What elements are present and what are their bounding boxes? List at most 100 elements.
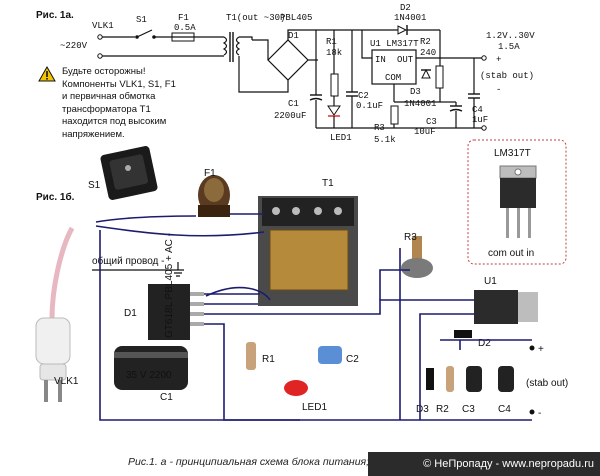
potentiometer-r3 — [390, 105, 399, 125]
r2-value: 240 — [420, 48, 436, 58]
warning-line: Будьте осторожны! — [62, 66, 146, 77]
d2-label: D2 — [400, 3, 411, 13]
warning-line: напряжением. — [62, 128, 125, 140]
transformer-primary — [222, 36, 228, 56]
ac-input-label: ~220V — [60, 41, 88, 51]
power-plug-vlk1 — [35, 226, 75, 402]
diode-d3 — [421, 68, 431, 79]
d1-b-label: D1 — [124, 308, 137, 319]
c2-label: C2 — [358, 91, 369, 101]
d1-label: D1 — [288, 31, 299, 41]
t1-b-label: T1 — [322, 178, 334, 189]
capacitor-c3-part — [466, 366, 482, 392]
c1-label: C1 — [288, 99, 299, 109]
c3-b-label: C3 — [462, 404, 475, 415]
c3-value: 10uF — [414, 127, 436, 137]
bridge-rectifier-d1-part — [148, 284, 204, 340]
lm317t-package — [499, 165, 537, 238]
r1-b-label: R1 — [262, 354, 275, 365]
ac-terminal-top — [97, 34, 103, 40]
u1-com-pin: COM — [385, 73, 401, 83]
led1-b-label: LED1 — [302, 402, 327, 413]
out-minus-label: - — [496, 85, 501, 95]
ac-terminal-bottom — [97, 53, 103, 59]
d2-part: 1N4001 — [394, 13, 426, 23]
warning-line: находится под высоким — [62, 116, 167, 127]
warning-line: Компоненты VLK1, S1, F1 — [62, 78, 176, 90]
out-stab-label: (stab out) — [480, 71, 534, 81]
regulator-u1-part — [474, 290, 538, 324]
f1-b-label: F1 — [204, 168, 216, 179]
warning-line: и первичная обмотка — [62, 91, 156, 102]
r2-b-label: R2 — [436, 404, 449, 415]
c1-marking: 35 V 2200 — [126, 370, 172, 381]
u1-label: U1 LM317T — [370, 39, 419, 49]
r2-label: R2 — [420, 37, 431, 47]
f1-label: F1 — [178, 13, 189, 23]
s1-b-label: S1 — [88, 180, 101, 191]
diode-d3-part — [426, 368, 434, 390]
u1-out-pin: OUT — [397, 55, 414, 65]
rocker-switch-s1 — [100, 146, 158, 200]
caption-bar: Рис.1. а - принципиальная схема блока пи… — [0, 452, 600, 476]
warning-note: Будьте осторожны! Компоненты VLK1, S1, F… — [38, 66, 238, 141]
resistor-r2 — [435, 65, 444, 89]
b-plus-label: + — [538, 344, 544, 355]
out-plus-label: + — [496, 55, 501, 65]
u1-in-pin: IN — [375, 55, 386, 65]
d1-marking: GT618L PBL405 + AC - — [164, 233, 175, 338]
capacitor-c4-part — [498, 366, 514, 392]
f1-rating: 0.5A — [174, 23, 196, 33]
lm-box-pins: com out in — [488, 248, 534, 259]
r3-label: R3 — [374, 123, 385, 133]
d2-b-label: D2 — [478, 338, 491, 349]
b-minus-label: - — [538, 408, 541, 419]
c1-b-label: C1 — [160, 392, 173, 403]
r3-value: 5.1k — [374, 135, 396, 145]
bridge-rectifier-d1 — [267, 39, 309, 81]
c2-value: 0.1uF — [356, 101, 383, 111]
s1-label: S1 — [136, 15, 147, 25]
c4-label: C4 — [472, 105, 483, 115]
c4-value: 1uF — [472, 115, 488, 125]
warning-triangle-icon — [38, 66, 56, 82]
r3-b-label: R3 — [404, 232, 417, 243]
site-credit[interactable]: © НеПропаду - www.nepropadu.ru — [368, 452, 600, 476]
diode-d2 — [397, 25, 408, 35]
resistor-r2-part — [446, 366, 454, 392]
pbl-label: PBL405 — [280, 13, 312, 23]
vlk1-b-label: VLK1 — [54, 376, 79, 387]
c2-b-label: C2 — [346, 354, 359, 365]
regulator-u1 — [371, 49, 417, 85]
resistor-r1-part — [246, 342, 256, 370]
led1-label: LED1 — [330, 133, 352, 143]
b-stab-label: (stab out) — [526, 378, 568, 389]
common-wire-label: общий провод - — [92, 255, 165, 267]
out-plus-terminal — [481, 55, 487, 61]
d3-label: D3 — [410, 87, 421, 97]
out-current: 1.5A — [498, 42, 520, 52]
c3-label: C3 — [426, 117, 437, 127]
led1-symbol — [327, 105, 341, 116]
transformer-secondary — [235, 36, 241, 56]
r1-label: R1 — [326, 37, 337, 47]
capacitor-c2-part — [318, 346, 342, 364]
out-minus-terminal — [481, 125, 487, 131]
transformer-t1 — [258, 196, 358, 306]
fuse-holder-f1 — [198, 175, 230, 217]
capacitor-c1-part — [114, 346, 188, 390]
warning-line: трансформатора T1 — [62, 103, 151, 115]
led1-part — [284, 380, 308, 396]
d3-part: 1N4001 — [404, 99, 436, 109]
out-range: 1.2V..30V — [486, 31, 535, 41]
resistor-r1 — [330, 73, 339, 97]
d3-b-label: D3 — [416, 404, 429, 415]
u1-b-label: U1 — [484, 276, 497, 287]
lm-box-title: LM317T — [494, 148, 531, 159]
t1-label: T1(out ~30) — [226, 13, 285, 23]
diode-d2-part — [454, 330, 472, 338]
vlk1-label: VLK1 — [92, 21, 114, 31]
c1-value: 2200uF — [274, 111, 306, 121]
fig-a-title: Рис. 1а. — [36, 10, 74, 21]
